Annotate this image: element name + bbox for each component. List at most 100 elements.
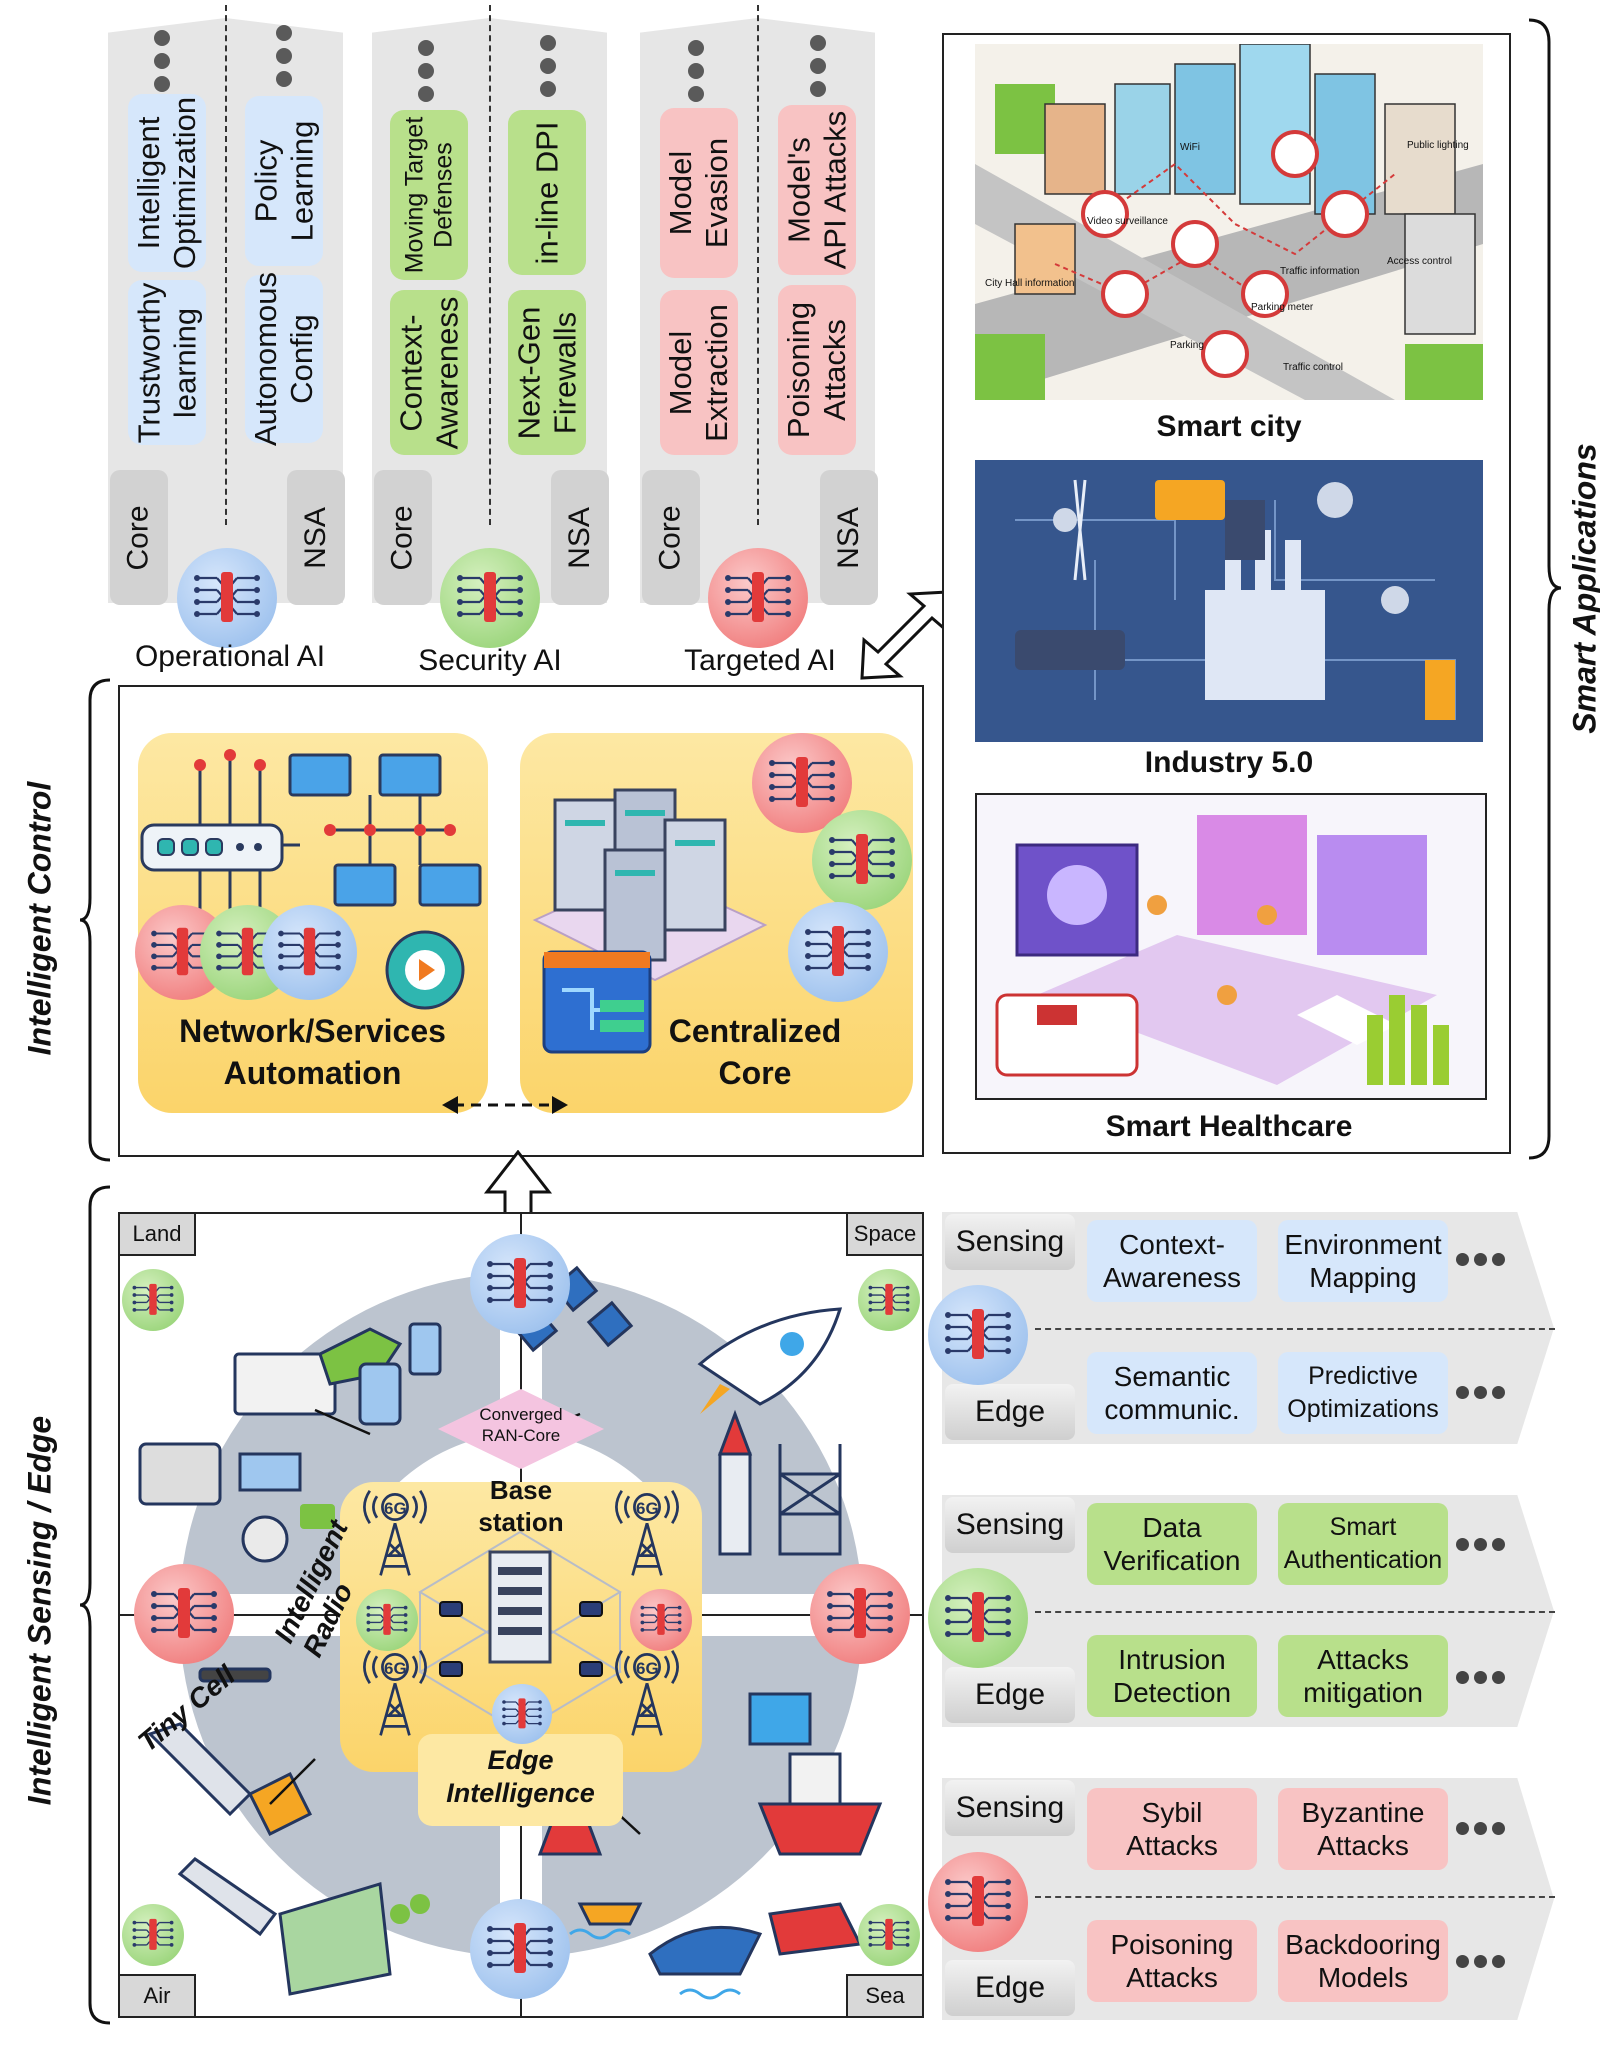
- security-ai-chip-icon: [928, 1568, 1028, 1668]
- targeted-ai-chip-icon: [708, 548, 808, 648]
- more-icon: [688, 40, 704, 109]
- more-icon: [1456, 1822, 1510, 1840]
- security-ai-chip-icon: [858, 1904, 920, 1966]
- control-brace: [79, 678, 111, 1162]
- ai-item: Intelligent Optimization: [128, 94, 206, 272]
- more-icon: [1456, 1538, 1510, 1556]
- targeted-ai-chip-icon: [134, 1564, 234, 1664]
- ai-item-label: Intelligent Optimization: [131, 96, 203, 270]
- edge-tag: Edge: [945, 1960, 1075, 2016]
- core-label: Core: [374, 470, 432, 605]
- intelligent-sensing-label: Intelligent Sensing / Edge: [21, 1415, 58, 1806]
- security-ai-chip-icon: [812, 810, 912, 910]
- bidirectional-dashed-arrow: [442, 1096, 568, 1114]
- hotspot-label: Parking meter: [1251, 302, 1314, 313]
- sea-label: Sea: [846, 1974, 922, 2016]
- healthcare-illustration: [975, 793, 1487, 1100]
- edge-tag: Edge: [945, 1667, 1075, 1723]
- more-icon: [418, 40, 434, 109]
- edge-cell: Poisoning Attacks: [1087, 1920, 1257, 2002]
- ai-item: Autonomous Config: [245, 271, 323, 447]
- ai-item: in-line DPI: [508, 110, 586, 275]
- edge-cell: Smart Authentication: [1278, 1503, 1448, 1585]
- targeted-ai-chip-icon: [630, 1589, 692, 1651]
- more-icon: [154, 30, 170, 99]
- sensing-edge-divider: [1035, 1328, 1555, 1330]
- ai-item-label: Next-Gen Firewalls: [511, 306, 583, 439]
- sensing-brace: [79, 1185, 111, 2025]
- sensing-tag: Sensing: [945, 1497, 1075, 1553]
- automation-title: Network/Services Automation: [179, 1013, 446, 1091]
- ai-item-label: Model Evasion: [663, 137, 735, 249]
- network-automation-illustration: [140, 749, 482, 1010]
- edge-intelligence-box: [418, 1734, 623, 1826]
- sensing-tag: Sensing: [945, 1780, 1075, 1836]
- operational-ai-caption: Operational AI: [134, 640, 326, 673]
- hotspot-label: Traffic control: [1283, 362, 1344, 373]
- ai-item: Model Evasion: [660, 108, 738, 278]
- security-ai-chip-icon: [122, 1269, 184, 1331]
- base-station-network: [418, 1530, 622, 1734]
- ai-item: Poisoning Attacks: [778, 285, 856, 455]
- smart-city-caption: Smart city: [1156, 410, 1302, 443]
- core-label: Core: [642, 470, 700, 605]
- more-icon: [540, 35, 556, 104]
- edge-cell: Byzantine Attacks: [1278, 1788, 1448, 1870]
- tower-label: 6G: [384, 1499, 407, 1518]
- hotspot-label: City Hall information: [985, 278, 1075, 289]
- targeted-ai-caption: Targeted AI: [684, 644, 836, 677]
- more-icon: [1456, 1386, 1510, 1404]
- ai-item-label: Moving Target Defenses: [400, 116, 458, 274]
- ai-item-label: Model's API Attacks: [781, 110, 853, 270]
- core-nsa-divider: [757, 5, 759, 525]
- edge-cell: Context- Awareness: [1087, 1220, 1257, 1302]
- network-panel-icon: [542, 950, 652, 1054]
- nsa-label: NSA: [287, 470, 345, 605]
- ai-item-label: Trustworthy learning: [131, 282, 202, 443]
- edge-tag: Edge: [945, 1384, 1075, 1440]
- ai-item-label: Context- Awareness: [393, 296, 465, 449]
- hotspot-label: Access control: [1387, 256, 1453, 267]
- nsa-label: NSA: [820, 470, 878, 605]
- healthcare-caption: Smart Healthcare: [1105, 1110, 1353, 1143]
- sensing-edge-divider: [1035, 1896, 1555, 1898]
- operational-ai-chip-icon: [470, 1899, 570, 1999]
- more-icon: [1456, 1671, 1510, 1689]
- edge-cell: Environment Mapping: [1278, 1220, 1448, 1302]
- ai-item-label: Model Extraction: [663, 303, 734, 442]
- more-icon: [1456, 1955, 1510, 1973]
- sensing-edge-divider: [1035, 1611, 1555, 1613]
- edge-cell: Data Verification: [1087, 1503, 1257, 1585]
- operational-ai-chip-icon: [177, 548, 277, 648]
- base-station-label: Base station: [478, 1475, 564, 1537]
- smart-applications-label: Smart Applications: [1566, 443, 1600, 734]
- ai-item-label: Poisoning Attacks: [781, 301, 852, 439]
- intelligent-control-label: Intelligent Control: [21, 781, 58, 1056]
- edge-cell: Semantic communic.: [1087, 1352, 1257, 1434]
- ai-item: Model Extraction: [660, 290, 738, 455]
- edge-cell: Backdooring Models: [1278, 1920, 1448, 2002]
- ai-item: Trustworthy learning: [128, 280, 206, 445]
- ai-item: Policy Learning: [245, 96, 323, 266]
- ai-item-label: Autonomous Config: [248, 271, 319, 447]
- more-icon: [276, 25, 292, 94]
- operational-ai-chip-icon: [788, 902, 888, 1002]
- targeted-ai-chip-icon: [928, 1852, 1028, 1952]
- targeted-ai-chip-icon: [810, 1564, 910, 1664]
- ai-item-label: in-line DPI: [529, 121, 564, 264]
- security-ai-chip-icon: [356, 1589, 418, 1651]
- hotspot-label: Traffic information: [1280, 266, 1360, 277]
- edge-cell: Sybil Attacks: [1087, 1788, 1257, 1870]
- operational-ai-chip-icon: [492, 1684, 552, 1744]
- edge-intelligence-label: Edge Intelligence: [446, 1745, 595, 1808]
- edge-cell: Predictive Optimizations: [1278, 1352, 1448, 1434]
- tower-label: 6G: [636, 1499, 659, 1518]
- core-nsa-divider: [489, 5, 491, 525]
- core-nsa-divider: [225, 5, 227, 525]
- industry-caption: Industry 5.0: [1144, 746, 1314, 779]
- security-ai-chip-icon: [440, 548, 540, 648]
- sensing-panel: Land Space Air Sea 6G 6G 6G 6G Converged…: [118, 1212, 924, 2018]
- tower-label: 6G: [636, 1659, 659, 1678]
- tower-label: 6G: [384, 1659, 407, 1678]
- smart-city-illustration: WiFi Video surveillance Public lighting …: [975, 44, 1483, 400]
